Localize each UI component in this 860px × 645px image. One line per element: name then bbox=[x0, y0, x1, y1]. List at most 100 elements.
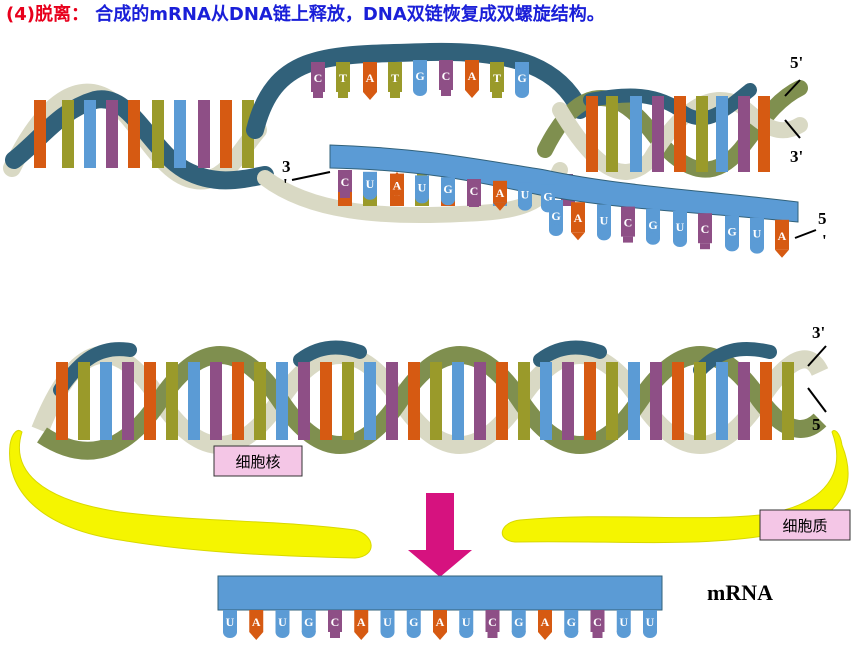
pointer-5-right bbox=[794, 229, 817, 239]
nucleus-label-box bbox=[213, 445, 303, 477]
base-pair-rung bbox=[586, 96, 598, 172]
label-3prime-top: 3' bbox=[790, 147, 803, 166]
nucleotide-C: C bbox=[328, 610, 342, 638]
label-3prime-middle: 3' bbox=[812, 323, 825, 342]
svg-text:G: G bbox=[514, 615, 523, 629]
base-pair-rung bbox=[78, 362, 90, 440]
pointer-5prime-top bbox=[784, 79, 801, 97]
base-pair-rung bbox=[364, 362, 376, 440]
base-pair-rung bbox=[540, 362, 552, 440]
base-pair-rung bbox=[166, 362, 178, 440]
nucleotide-A: A bbox=[363, 62, 377, 100]
base-pair-rung bbox=[782, 362, 794, 440]
nucleotide-G: G bbox=[515, 62, 529, 98]
svg-text:G: G bbox=[409, 615, 418, 629]
mrna-bar bbox=[217, 575, 663, 611]
svg-text:U: U bbox=[753, 227, 762, 241]
svg-text:U: U bbox=[278, 615, 287, 629]
nucleotide-U: U bbox=[275, 610, 290, 638]
nucleotide-U: U bbox=[616, 610, 631, 638]
base-pair-rung bbox=[672, 362, 684, 440]
restored-double-helix: 3' 5 细胞核 细胞质 bbox=[9, 323, 851, 559]
svg-text:A: A bbox=[393, 179, 402, 193]
base-pair-rung bbox=[210, 362, 222, 440]
base-pair-rung bbox=[106, 100, 118, 168]
svg-text:G: G bbox=[415, 69, 424, 83]
nucleotide-C: C bbox=[698, 213, 712, 250]
svg-text:G: G bbox=[543, 189, 552, 203]
svg-text:A: A bbox=[436, 615, 445, 629]
base-pair-rung bbox=[220, 100, 232, 168]
svg-text:U: U bbox=[462, 615, 471, 629]
base-pair-rung bbox=[232, 362, 244, 440]
nucleotide-U: U bbox=[643, 610, 657, 638]
slide-heading: (4)脱离： 合成的mRNA从DNA链上释放，DNA双链恢复成双螺旋结构。 bbox=[6, 2, 605, 28]
nuclear-membrane-left bbox=[9, 430, 372, 559]
base-pair-rung bbox=[254, 362, 266, 440]
pointer-3prime-middle bbox=[807, 345, 827, 367]
nucleotide-A: A bbox=[465, 60, 479, 98]
base-pair-rung bbox=[342, 362, 354, 440]
base-pair-rung bbox=[100, 362, 112, 440]
pointer-3-left bbox=[291, 171, 331, 181]
svg-text:G: G bbox=[443, 182, 452, 196]
nucleotide-G: G bbox=[511, 610, 526, 638]
label-3-left: 3 bbox=[282, 157, 291, 176]
label-5-right: 5 bbox=[818, 209, 827, 228]
svg-text:A: A bbox=[541, 615, 550, 629]
step-description: 合成的mRNA从DNA链上释放，DNA双链恢复成双螺旋结构。 bbox=[95, 4, 605, 25]
base-pair-rung bbox=[694, 362, 706, 440]
svg-text:U: U bbox=[226, 615, 235, 629]
base-pair-rung bbox=[606, 362, 618, 440]
nucleotide-C: C bbox=[338, 170, 352, 198]
nucleotide-A: A bbox=[538, 610, 552, 640]
svg-text:A: A bbox=[468, 69, 477, 83]
cytoplasm-label: 细胞质 bbox=[782, 517, 827, 535]
left-helix-base-pairs bbox=[34, 100, 254, 168]
base-pair-rung bbox=[320, 362, 332, 440]
svg-text:C: C bbox=[701, 222, 710, 236]
nucleotide-U: U bbox=[673, 211, 687, 247]
base-pair-rung bbox=[674, 96, 686, 172]
base-pair-rung bbox=[628, 362, 640, 440]
svg-text:U: U bbox=[676, 220, 685, 234]
nucleotide-T: T bbox=[388, 62, 402, 98]
svg-text:T: T bbox=[339, 71, 347, 85]
base-pair-rung bbox=[174, 100, 186, 168]
nucleotide-C: C bbox=[311, 62, 325, 98]
nucleotide-U: U bbox=[223, 610, 237, 638]
nucleotide-A: A bbox=[571, 202, 585, 241]
nucleotide-G: G bbox=[413, 60, 427, 96]
nucleotide-A: A bbox=[775, 219, 789, 258]
nucleotide-U: U bbox=[363, 171, 377, 200]
mrna-label: mRNA bbox=[707, 580, 773, 605]
middle-helix-base-pairs bbox=[56, 362, 794, 440]
svg-text:U: U bbox=[619, 615, 628, 629]
base-pair-rung bbox=[606, 96, 618, 172]
base-pair-rung bbox=[760, 362, 772, 440]
svg-text:C: C bbox=[624, 216, 633, 230]
svg-text:G: G bbox=[517, 71, 526, 85]
base-pair-rung bbox=[56, 362, 68, 440]
svg-text:A: A bbox=[357, 615, 366, 629]
base-pair-rung bbox=[716, 96, 728, 172]
nucleotide-G: G bbox=[725, 215, 739, 252]
label-comma-right: ' bbox=[822, 231, 827, 250]
nucleotide-U: U bbox=[518, 182, 532, 211]
base-pair-rung bbox=[474, 362, 486, 440]
base-pair-rung bbox=[84, 100, 96, 168]
nucleus-label: 细胞核 bbox=[235, 453, 280, 471]
svg-text:U: U bbox=[600, 213, 609, 227]
svg-text:U: U bbox=[418, 180, 427, 194]
svg-text:T: T bbox=[391, 71, 399, 85]
nucleotide-U: U bbox=[415, 175, 429, 204]
nucleotide-C: C bbox=[485, 610, 500, 638]
svg-text:G: G bbox=[648, 218, 657, 232]
base-pair-rung bbox=[518, 362, 530, 440]
right-helix-base-pairs bbox=[586, 96, 770, 172]
nucleotide-C: C bbox=[439, 60, 453, 96]
